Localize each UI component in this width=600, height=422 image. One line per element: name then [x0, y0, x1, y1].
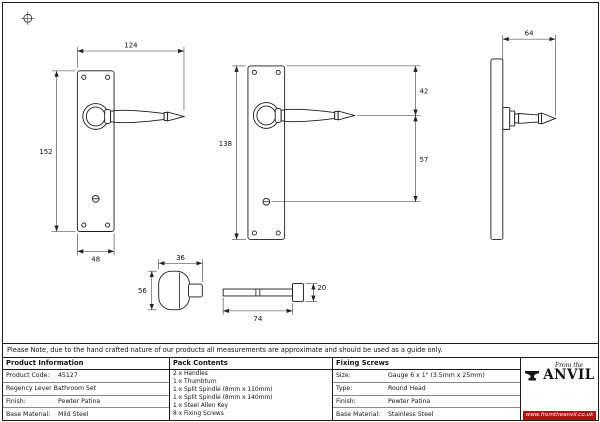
front-view-middle [247, 65, 356, 240]
logo-text: From the ANVIL [543, 362, 595, 382]
dim-spindle-end-height: 20 [305, 283, 326, 302]
row-value: Regency Lever Bathroom Set [6, 385, 97, 393]
pack-item: 1 x Split Spindle (8mm x 110mm) [173, 387, 273, 394]
pack-contents-header: Pack Contents [170, 358, 332, 370]
row-value: Mild Steel [58, 410, 89, 418]
dim-spindle-length: 74 [222, 297, 293, 323]
anvil-icon [525, 371, 540, 381]
product-info-column: Product Information Product Code: 45127 … [3, 358, 170, 420]
dim-front-total-width: 124 [77, 42, 185, 111]
registration-mark-icon [20, 11, 35, 26]
row-label: Base Material: [6, 410, 51, 418]
dim-label: 56 [138, 287, 147, 295]
row-label: Size: [336, 372, 351, 380]
row-label: Product Code: [6, 372, 50, 380]
row-value: Pewter Patina [58, 397, 101, 405]
pack-item: 1 x Split Spindle (8mm x 140mm) [173, 395, 273, 402]
pack-item: 1 x Thumbturn [173, 379, 217, 386]
row-value: Stainless Steel [388, 410, 434, 418]
dim-label: 124 [124, 42, 138, 50]
screw-type-row: Type: Round Head [333, 383, 520, 396]
product-code-row: Product Code: 45127 [3, 370, 169, 383]
dim-label: 36 [176, 254, 185, 262]
dim-label: 152 [39, 148, 52, 156]
technical-drawing: 124 152 48 [3, 3, 598, 343]
dim-label: 20 [317, 284, 326, 292]
anvil-logo: From the ANVIL www.fromtheanvil.co.uk [521, 358, 598, 420]
row-value: Pewter Patina [388, 397, 431, 405]
front-view-left [76, 70, 185, 232]
base-material-row: Base Material: Mild Steel [3, 408, 169, 420]
dim-thumbturn-height: 56 [138, 270, 157, 311]
dim-thumbturn-width: 36 [158, 254, 203, 283]
product-name-row: Regency Lever Bathroom Set [3, 383, 169, 396]
dim-label: 138 [219, 140, 232, 148]
logo-tagline: From the [554, 362, 584, 369]
dim-side-projection: 64 [502, 30, 556, 116]
row-value: Round Head [388, 385, 426, 393]
row-label: Type: [336, 385, 353, 393]
pack-item: 1 x Steel Allen Key [173, 403, 228, 410]
dim-label: 48 [91, 256, 100, 264]
row-value: Gauge 6 x 1" (3.5mm x 25mm) [388, 372, 485, 380]
dim-label: 57 [419, 156, 428, 164]
lever-handle [252, 102, 356, 129]
product-info-header: Product Information [3, 358, 169, 370]
dim-label: 42 [419, 88, 428, 96]
spindle-view [222, 283, 304, 302]
brand-column: From the ANVIL www.fromtheanvil.co.uk [521, 358, 598, 420]
row-label: Finish: [6, 397, 26, 405]
pack-item: 8 x Fixing Screws [173, 411, 224, 418]
dim-front-plate-width: 48 [77, 233, 115, 264]
drawing-canvas: 124 152 48 [20, 11, 557, 323]
dim-top-to-handle: 42 [286, 65, 428, 116]
row-label: Finish: [336, 397, 356, 405]
pack-contents-column: Pack Contents 2 x Handles 1 x Thumbturn … [170, 358, 333, 420]
logo-lockup: From the ANVIL [524, 362, 595, 382]
lever-handle [82, 103, 185, 130]
logo-name: ANVIL [543, 367, 595, 383]
measurement-note: Please Note, due to the hand crafted nat… [3, 343, 598, 357]
dim-front-plate-height: 152 [39, 70, 76, 232]
fixing-screws-column: Fixing Screws Size: Gauge 6 x 1" (3.5mm … [333, 358, 521, 420]
dim-label: 74 [253, 315, 262, 323]
dim-label: 64 [525, 30, 534, 38]
row-value: 45127 [58, 372, 78, 380]
side-view [490, 58, 557, 240]
finish-row: Finish: Pewter Patina [3, 396, 169, 409]
dim-handle-to-thumbturn: 57 [271, 115, 428, 203]
spec-table: Product Information Product Code: 45127 … [3, 357, 598, 420]
screw-material-row: Base Material: Stainless Steel [333, 408, 520, 420]
dim-mid-plate-height: 138 [219, 65, 246, 240]
logo-website: www.fromtheanvil.co.uk [523, 411, 596, 420]
fixing-screws-header: Fixing Screws [333, 358, 520, 370]
thumbturn-view [158, 270, 203, 311]
pack-item: 2 x Handles [173, 371, 208, 378]
screw-finish-row: Finish: Pewter Patina [333, 396, 520, 409]
pack-contents-list: 2 x Handles 1 x Thumbturn 1 x Split Spin… [170, 370, 332, 420]
screw-size-row: Size: Gauge 6 x 1" (3.5mm x 25mm) [333, 370, 520, 383]
row-label: Base Material: [336, 410, 381, 418]
